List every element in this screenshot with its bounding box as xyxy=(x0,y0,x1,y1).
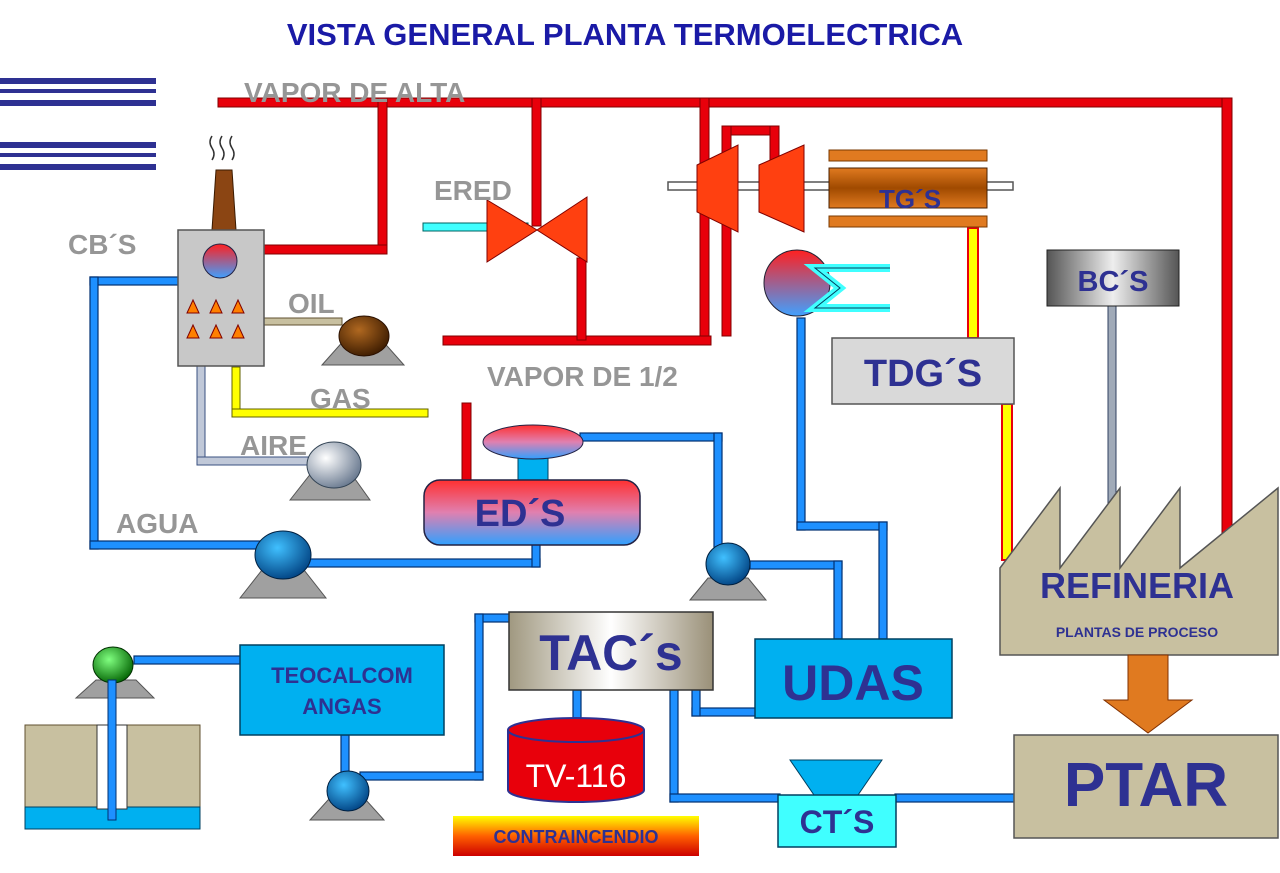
tdgs-box xyxy=(831,337,1015,405)
label-vapor-medio: VAPOR DE 1/2 xyxy=(487,361,678,392)
label-udas: UDAS xyxy=(782,655,924,711)
water-pump-eds xyxy=(688,542,768,601)
teocalcom-box xyxy=(239,644,445,736)
label-oil: OIL xyxy=(288,288,335,319)
tacs-box xyxy=(508,611,714,691)
turbines xyxy=(667,144,1014,233)
page-title: VISTA GENERAL PLANTA TERMOELECTRICA xyxy=(287,17,963,52)
contraincendio-bar xyxy=(453,816,699,856)
water-well xyxy=(24,679,201,830)
label-cbs: CB´S xyxy=(68,229,136,260)
label-cts: CT´S xyxy=(800,804,875,840)
label-refineria: REFINERIA xyxy=(1040,565,1234,606)
label-aire: AIRE xyxy=(240,430,307,461)
label-plantas-proceso: PLANTAS DE PROCESO xyxy=(1056,624,1218,640)
heat-exchanger xyxy=(763,249,890,317)
water-pump-agua xyxy=(238,530,328,599)
label-eds: ED´S xyxy=(475,493,566,535)
label-contraincendio: CONTRAINCENDIO xyxy=(494,827,659,847)
label-teocalcom-2: ANGAS xyxy=(302,694,381,719)
bcs-box xyxy=(1046,249,1180,307)
label-gas: GAS xyxy=(310,383,371,414)
label-tdgs: TDG´S xyxy=(864,353,982,395)
cts-unit xyxy=(777,759,897,848)
label-tgs: TG´S xyxy=(879,184,941,214)
label-vapor-alta: VAPOR DE ALTA xyxy=(244,77,465,108)
oil-pump xyxy=(320,315,406,366)
label-tacs: TAC´s xyxy=(539,625,683,681)
label-tv116: TV-116 xyxy=(526,758,627,794)
refineria-building xyxy=(999,485,1279,656)
water-lines xyxy=(89,276,1016,803)
oil-line xyxy=(261,317,343,326)
refineria-to-ptar-arrow xyxy=(1102,654,1194,734)
label-ered: ERED xyxy=(434,175,512,206)
label-teocalcom-1: TEOCALCOM xyxy=(271,663,413,688)
label-ptar: PTAR xyxy=(1064,751,1228,820)
bcs-line xyxy=(1107,305,1117,517)
udas-box xyxy=(754,638,953,719)
label-agua: AGUA xyxy=(116,508,198,539)
tv116-tank xyxy=(507,717,645,803)
eds-tank xyxy=(423,424,641,546)
water-pump-teocalcom xyxy=(308,770,386,821)
label-bcs: BC´S xyxy=(1078,266,1149,298)
air-pump xyxy=(288,441,371,501)
boiler-cbs xyxy=(177,135,265,367)
ered-valve xyxy=(486,196,588,263)
decorative-stripes xyxy=(0,78,156,170)
ptar-box xyxy=(1013,734,1279,839)
